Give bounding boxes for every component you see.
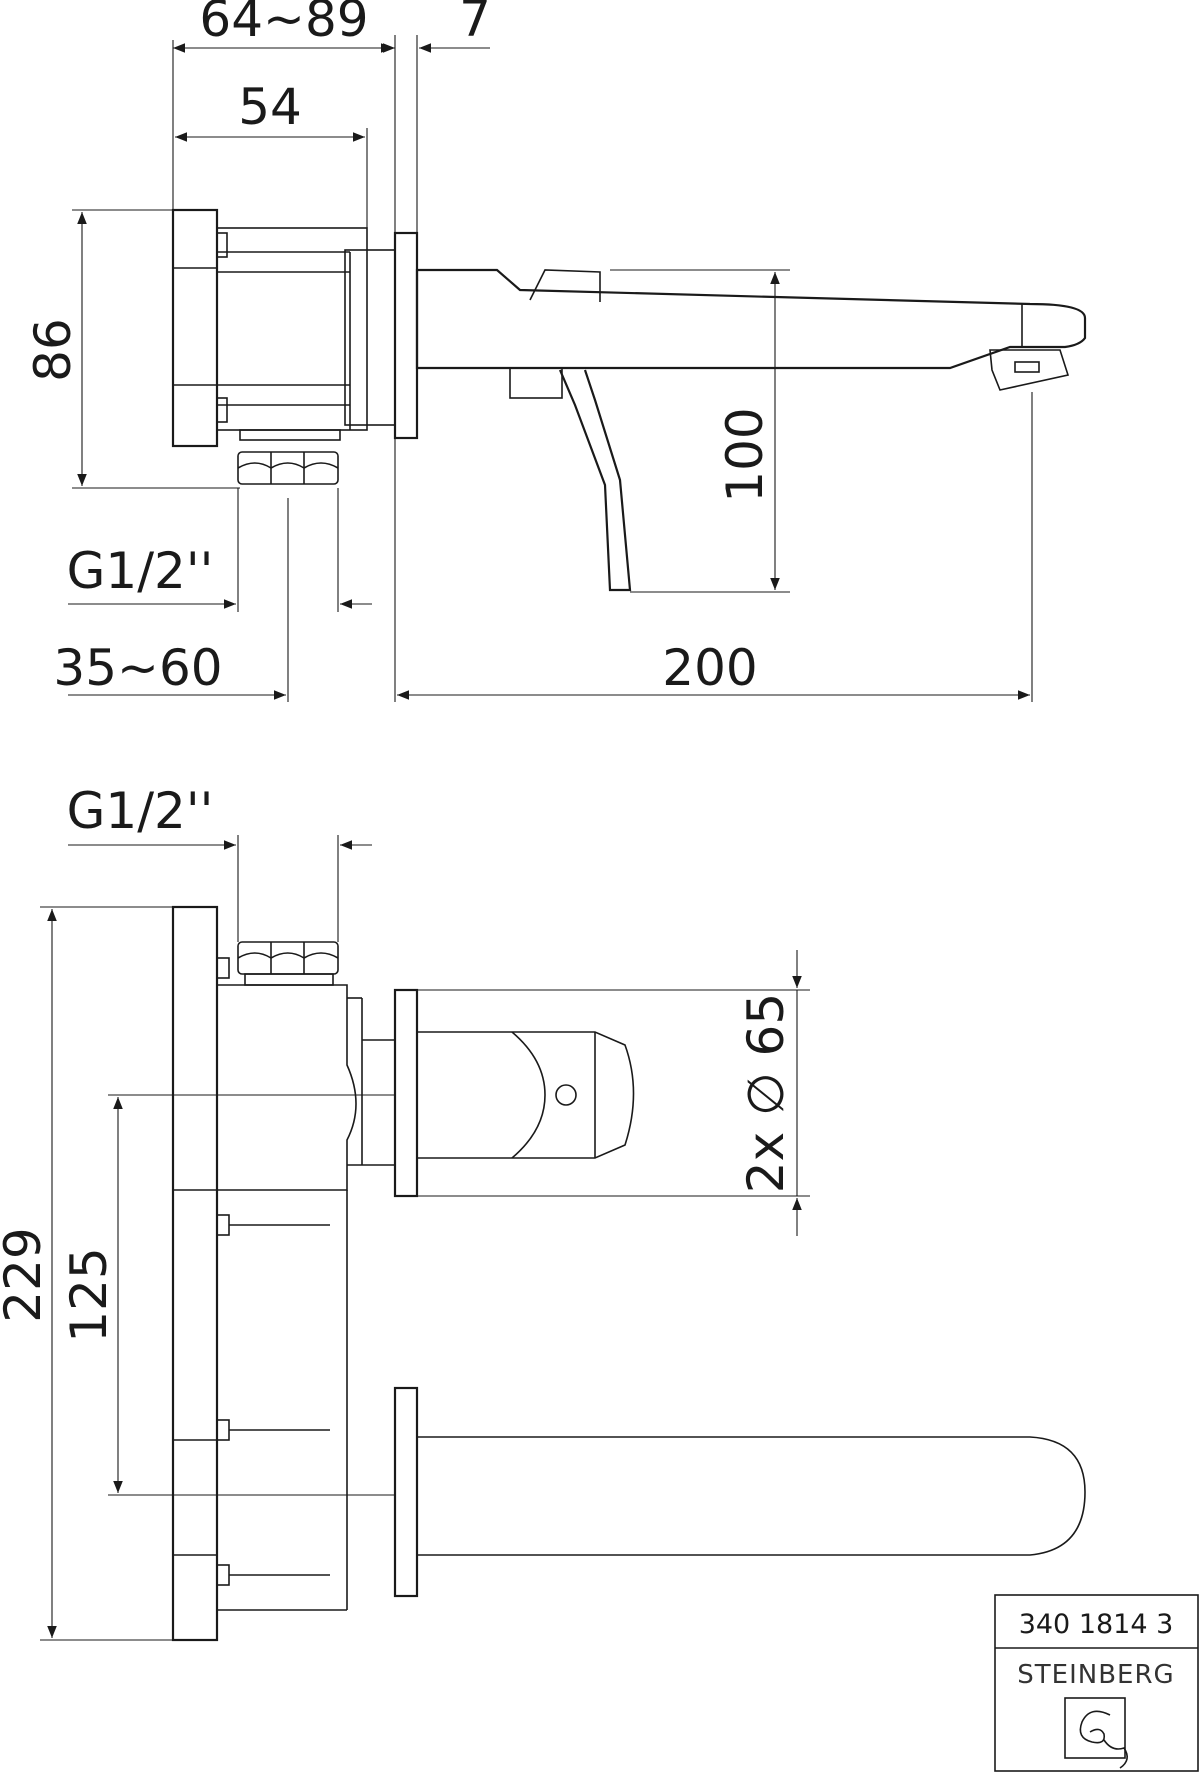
- dim-body-depth-label: 54: [238, 78, 302, 136]
- dim-spout-length: 200: [397, 392, 1033, 702]
- dim-total-height-label: 229: [0, 1227, 52, 1322]
- dim-spout-length-label: 200: [662, 639, 757, 697]
- dim-install-depth: 64~89: [172, 0, 396, 440]
- dim-diameter-label: 2x ∅ 65: [737, 993, 795, 1193]
- dim-thread-top-label: G1/2'': [67, 542, 214, 600]
- dim-thread-top: G1/2'': [67, 488, 372, 612]
- dim-diameter: 2x ∅ 65: [417, 950, 810, 1236]
- front-view: G1/2'' 2x ∅ 65 229 125: [0, 782, 1086, 1642]
- lever-handle: [558, 369, 632, 592]
- dim-spout-height-label: 100: [716, 407, 774, 502]
- front-valve-body: [216, 957, 395, 1640]
- dim-height: 86: [24, 209, 240, 489]
- dim-height-label: 86: [24, 318, 82, 382]
- dim-rosette: 7: [375, 0, 491, 233]
- rosette: [393, 231, 419, 440]
- dim-body-depth: 54: [175, 78, 368, 228]
- steinberg-logo-icon: [1064, 1697, 1128, 1769]
- lever-top: [529, 269, 601, 302]
- front-mixer-handle: [393, 988, 635, 1198]
- dim-front-thread: G1/2'': [67, 782, 372, 942]
- front-supply-nut: [237, 941, 339, 986]
- aerator: [989, 349, 1070, 391]
- mounting-body: [171, 208, 396, 448]
- supply-nut: [237, 429, 341, 485]
- front-spout: [393, 1386, 1086, 1598]
- spout: [415, 268, 1087, 370]
- dim-front-thread-label: G1/2'': [67, 782, 214, 840]
- dim-center-distance-label: 125: [60, 1247, 118, 1342]
- brand-name: STEINBERG: [1017, 1660, 1174, 1690]
- dim-center-distance: 125: [60, 1094, 395, 1496]
- dim-spout-height: 100: [610, 269, 790, 593]
- dim-total-height: 229: [0, 906, 173, 1641]
- dim-install-depth-label: 64~89: [199, 0, 368, 48]
- dim-rosette-label: 7: [459, 0, 491, 48]
- side-view: 64~89 7 54 86 100: [24, 0, 1087, 702]
- dim-wall-range-label: 35~60: [53, 639, 222, 697]
- dim-wall-range: 35~60: [53, 440, 396, 702]
- article-number: 340 1814 3: [1019, 1609, 1174, 1640]
- title-block: 340 1814 3 STEINBERG: [994, 1594, 1199, 1772]
- front-back-plate: [171, 905, 219, 1642]
